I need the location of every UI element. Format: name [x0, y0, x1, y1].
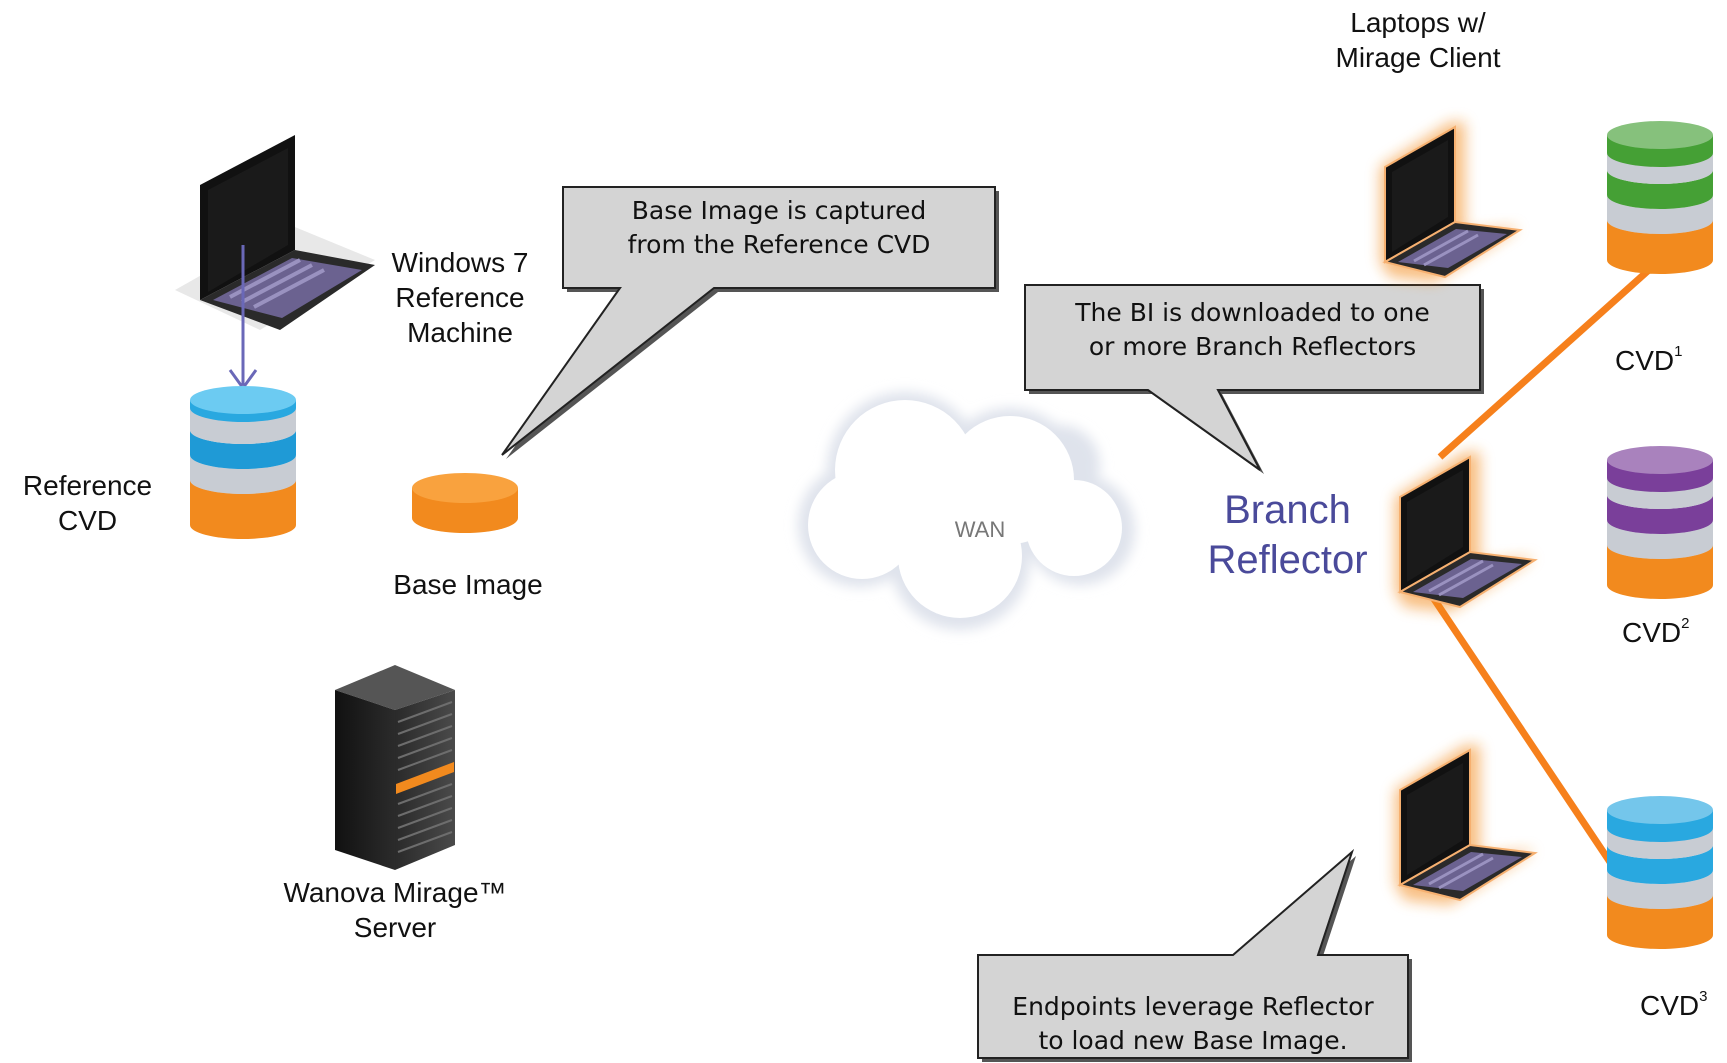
reference-cvd-label: Reference CVD [22, 470, 153, 536]
cvd1-label: CVD1 [1615, 343, 1683, 376]
base-image-database-icon [412, 473, 518, 533]
reflector-links [1429, 257, 1663, 864]
reference-machine-label: Windows 7 Reference Machine [391, 247, 529, 348]
cvd-stacks [1607, 121, 1713, 949]
cvd3-database-icon [1607, 796, 1713, 949]
reference-cvd-database-icon [190, 386, 296, 539]
callout-downloaded-bubble [1024, 284, 1484, 474]
server-label: Wanova Mirage™ Server [283, 877, 507, 943]
callout-endpoints-bubble [977, 848, 1412, 1062]
base-image-label: Base Image [393, 569, 543, 600]
cvd3-label: CVD3 [1640, 988, 1708, 1021]
server-rack-icon [335, 665, 455, 870]
callout-captured-bubble [501, 186, 999, 459]
branch-reflector-label: Branch Reflector [1207, 488, 1368, 582]
endpoint-laptop-icon [1395, 745, 1538, 905]
wan-label: WAN [954, 517, 1006, 542]
laptops-label: Laptops w/ Mirage Client [1335, 7, 1501, 73]
cvd1-database-icon [1607, 121, 1713, 274]
link-to-cvd3 [1429, 594, 1613, 864]
callout-captured-text: Base Image is captured from the Referenc… [627, 196, 931, 259]
cvd2-database-icon [1607, 446, 1713, 599]
client-laptop-icon [1380, 122, 1523, 282]
branch-reflector-laptop-icon [1395, 452, 1538, 612]
cvd2-label: CVD2 [1622, 615, 1690, 648]
link-to-cvd1 [1437, 257, 1663, 460]
reference-laptop-icon [175, 135, 375, 330]
cloud-icon [798, 392, 1135, 630]
callout-downloaded-text: The BI is downloaded to one or more Bran… [1075, 298, 1430, 361]
callout-endpoints-text: Endpoints leverage Reflector to load new… [1012, 992, 1374, 1055]
